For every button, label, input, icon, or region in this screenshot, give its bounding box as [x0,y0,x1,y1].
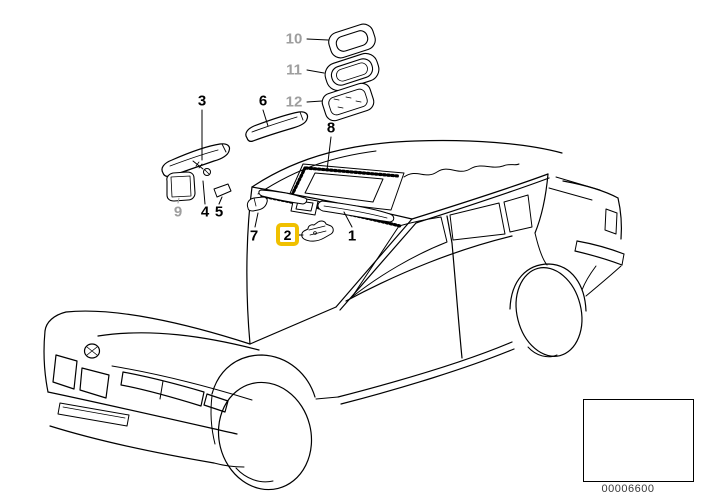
callout-5[interactable]: 5 [214,203,224,221]
leader-7 [254,212,259,228]
leader-5 [218,196,223,205]
leader-lines [177,38,353,236]
callout-1[interactable]: 1 [347,227,357,245]
image-code: 00006600 [601,483,655,495]
callout-4[interactable]: 4 [200,203,210,221]
callout-2[interactable]: 2 [283,226,292,243]
thumbnail-box[interactable] [583,399,694,482]
part-7-clip-drawing [246,196,268,212]
callout-9[interactable]: 9 [173,203,183,221]
callout-10[interactable]: 10 [285,30,303,48]
part-6-handle-drawing [245,111,309,142]
callout-11[interactable]: 11 [286,61,302,79]
bmw-roundel [83,343,101,359]
part-12-sliding-panel-drawing [321,82,375,122]
part-4-screw-drawing [192,160,211,176]
callout-2-highlight-box[interactable]: 2 [276,223,299,246]
leader-1 [343,211,353,228]
part-5-plate-drawing [213,183,232,198]
callout-12[interactable]: 12 [285,93,303,111]
leader-9 [177,197,180,204]
part-8-headliner-drawing [258,163,520,228]
leader-10 [306,38,329,41]
callout-8[interactable]: 8 [326,119,336,137]
car-drawing [43,139,625,491]
part-1-visor-drawing [317,200,395,223]
callout-6[interactable]: 6 [258,92,268,110]
part-2-lamp-drawing [301,220,334,242]
part-3-handle-drawing [161,143,231,177]
leader-6 [262,109,269,127]
leader-4 [202,180,206,205]
leader-11 [306,69,325,74]
part-9-cap-drawing [166,171,196,202]
leader-12 [306,100,323,103]
callout-3[interactable]: 3 [197,92,207,110]
leader-8 [326,136,332,171]
part-10-frame-drawing [328,23,376,59]
callout-7[interactable]: 7 [249,227,259,245]
